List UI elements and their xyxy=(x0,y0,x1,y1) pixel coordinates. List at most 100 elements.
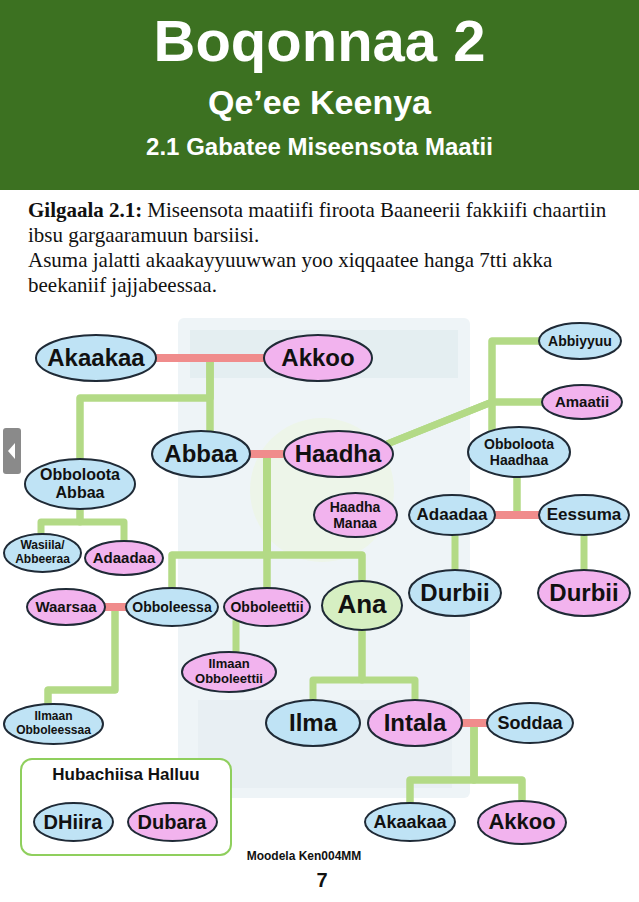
member-name: Durbii xyxy=(549,579,618,607)
ellipse-shape xyxy=(538,570,630,616)
family-member-ellipse: Haadha xyxy=(283,430,394,478)
member-name: Ana xyxy=(337,590,386,620)
family-member-ellipse: Abbaa xyxy=(151,430,251,478)
family-member-ellipse: Ana xyxy=(321,580,403,631)
family-member-ellipse: Obboloota Haadhaa xyxy=(467,426,571,478)
legend-text: DHiira xyxy=(44,811,103,834)
member-name: Adaadaa xyxy=(417,505,488,525)
family-line xyxy=(80,509,124,541)
family-member-ellipse: Abbiyyuu xyxy=(538,322,622,360)
ellipse-shape xyxy=(314,493,397,537)
legend-item: DHiira xyxy=(33,802,114,842)
member-name: Amaatii xyxy=(555,393,609,410)
ellipse-shape xyxy=(152,431,250,477)
ellipse-shape xyxy=(368,700,462,746)
member-name: Akkoo xyxy=(488,809,555,834)
section-heading: 2.1 Gabatee Miseensota Maatii xyxy=(0,133,639,161)
member-name: Adaadaa xyxy=(93,549,156,566)
ellipse-shape xyxy=(468,427,570,477)
legend-swatch xyxy=(128,803,217,841)
member-name: Obboloota Abbaa xyxy=(38,466,122,503)
ellipse-shape xyxy=(322,581,402,630)
member-name: Haadha xyxy=(295,440,382,468)
ellipse-shape xyxy=(25,459,135,509)
family-member-ellipse: Ilmaan Obboleettii xyxy=(181,651,277,693)
member-name: Haadha Manaa xyxy=(325,499,385,531)
member-name: Intala xyxy=(384,709,447,737)
ellipse-shape xyxy=(4,704,103,744)
ellipse-shape xyxy=(539,323,621,359)
family-member-ellipse: Wasiila/ Abbeeraa xyxy=(3,533,82,573)
member-name: Durbii xyxy=(420,579,489,607)
viewer-tab-arrow xyxy=(8,443,15,459)
family-member-ellipse: Akaakaa xyxy=(35,334,157,382)
ellipse-shape xyxy=(85,541,163,575)
family-line xyxy=(362,630,415,701)
ellipse-shape xyxy=(365,803,455,841)
member-name: Akkoo xyxy=(281,344,354,372)
family-member-ellipse: Akkoo xyxy=(477,800,567,845)
family-member-ellipse: Durbii xyxy=(408,569,502,617)
family-member-ellipse: Waarsaa xyxy=(26,588,106,626)
marriage-line xyxy=(105,603,126,611)
member-name: Akaakaa xyxy=(47,344,144,372)
family-line xyxy=(581,535,588,570)
marriage-line xyxy=(495,511,539,519)
ellipse-shape xyxy=(487,703,573,743)
member-name: Ilma xyxy=(289,709,337,737)
family-member-ellipse: Haadha Manaa xyxy=(313,492,398,538)
ellipse-shape xyxy=(478,801,566,844)
ellipse-shape xyxy=(4,534,81,572)
family-line xyxy=(313,630,362,701)
ellipse-shape xyxy=(409,495,495,535)
family-member-ellipse: Durbii xyxy=(537,569,631,617)
ellipse-shape xyxy=(539,495,629,535)
ellipse-shape xyxy=(266,700,360,746)
member-name: Soddaa xyxy=(497,713,562,734)
model-code: Moodela Ken004MM xyxy=(204,850,404,864)
ellipse-shape xyxy=(126,588,218,626)
member-name: Waarsaa xyxy=(35,598,96,615)
book-tree xyxy=(250,418,394,562)
member-name: Obboloota Haadhaa xyxy=(483,436,555,468)
member-name: Ilmaan Obboleessaa xyxy=(15,710,93,738)
family-line xyxy=(492,341,539,431)
family-line xyxy=(452,535,459,570)
family-member-ellipse: Akaakaa xyxy=(364,802,456,842)
marriage-line xyxy=(250,450,284,458)
page-number: 7 xyxy=(297,869,347,892)
family-member-ellipse: Obboloota Abbaa xyxy=(24,458,136,510)
family-line xyxy=(517,477,539,515)
member-name: Eessuma xyxy=(547,505,622,525)
member-name: Abbiyyuu xyxy=(548,333,612,349)
family-line xyxy=(233,620,240,652)
member-name: Obboleettii xyxy=(230,599,303,615)
ellipse-shape xyxy=(409,570,501,616)
family-line xyxy=(210,358,264,431)
member-name: Akaakaa xyxy=(373,812,446,833)
chapter-subtitle: Qe’ee Keenya xyxy=(0,83,639,122)
member-name: Wasiila/ Abbeeraa xyxy=(15,539,71,567)
viewer-tab xyxy=(3,428,21,474)
exercise-label: Gilgaala 2.1: xyxy=(28,198,142,222)
legend-swatch xyxy=(34,803,113,841)
marriage-line xyxy=(156,354,264,362)
ellipse-shape xyxy=(182,652,276,692)
family-member-ellipse: Eessuma xyxy=(538,494,630,536)
chapter-title: Boqonnaa 2 xyxy=(0,8,639,75)
family-member-ellipse: Akkoo xyxy=(263,334,373,382)
legend-text: Dubara xyxy=(138,811,207,834)
ellipse-shape xyxy=(36,335,156,381)
ellipse-shape xyxy=(542,385,622,419)
family-member-ellipse: Soddaa xyxy=(486,702,574,744)
legend-heading: Hubachiisa Halluu xyxy=(22,765,230,785)
ellipse-shape xyxy=(27,589,105,625)
family-member-ellipse: Ilmaan Obboleessaa xyxy=(3,703,104,745)
member-name: Abbaa xyxy=(164,440,237,468)
family-member-ellipse: Adaadaa xyxy=(408,494,496,536)
family-line xyxy=(41,509,80,534)
ellipse-shape xyxy=(284,431,393,477)
instruction-text: Asuma jalatti akaakayyuuwwan yoo xiqqaat… xyxy=(28,248,620,298)
family-member-ellipse: Adaadaa xyxy=(84,540,164,576)
